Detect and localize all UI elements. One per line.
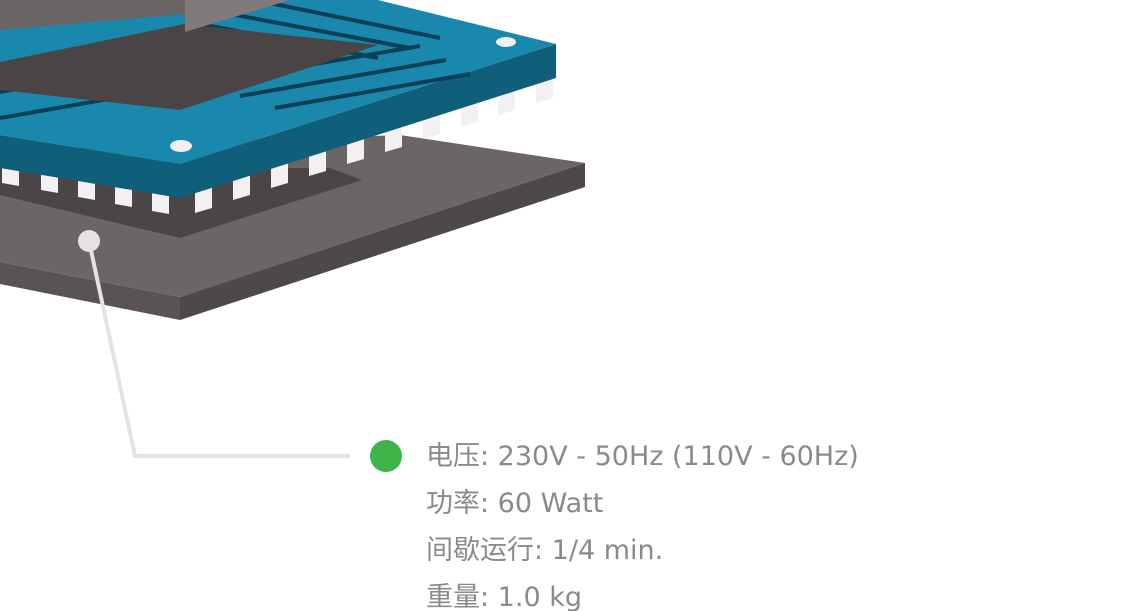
pcb-board-right-side [180, 44, 556, 198]
pcb-board-left-side [0, 135, 180, 198]
chip-body-right [185, 0, 290, 32]
pcb-mounting-hole [496, 37, 516, 47]
spec-power: 功率: 60 Watt [426, 488, 604, 519]
callout [78, 230, 402, 472]
spec-weight: 重量: 1.0 kg [426, 582, 582, 611]
spec-list: 电压: 230V - 50Hz (110V - 60Hz) 功率: 60 Wat… [426, 433, 859, 611]
base-plate-left-side [0, 262, 180, 320]
chip [0, 0, 378, 110]
pcb-mounting-hole [170, 140, 192, 152]
status-dot [370, 440, 402, 472]
callout-anchor-dot [78, 230, 100, 252]
callout-line [87, 240, 350, 458]
chip-body-top [0, 0, 185, 30]
base-plate-right-side [180, 163, 585, 320]
spec-intermittent-operation: 间歇运行: 1/4 min. [426, 535, 664, 566]
chip-shadow-plate [0, 24, 378, 110]
spec-voltage: 电压: 230V - 50Hz (110V - 60Hz) [426, 441, 859, 472]
